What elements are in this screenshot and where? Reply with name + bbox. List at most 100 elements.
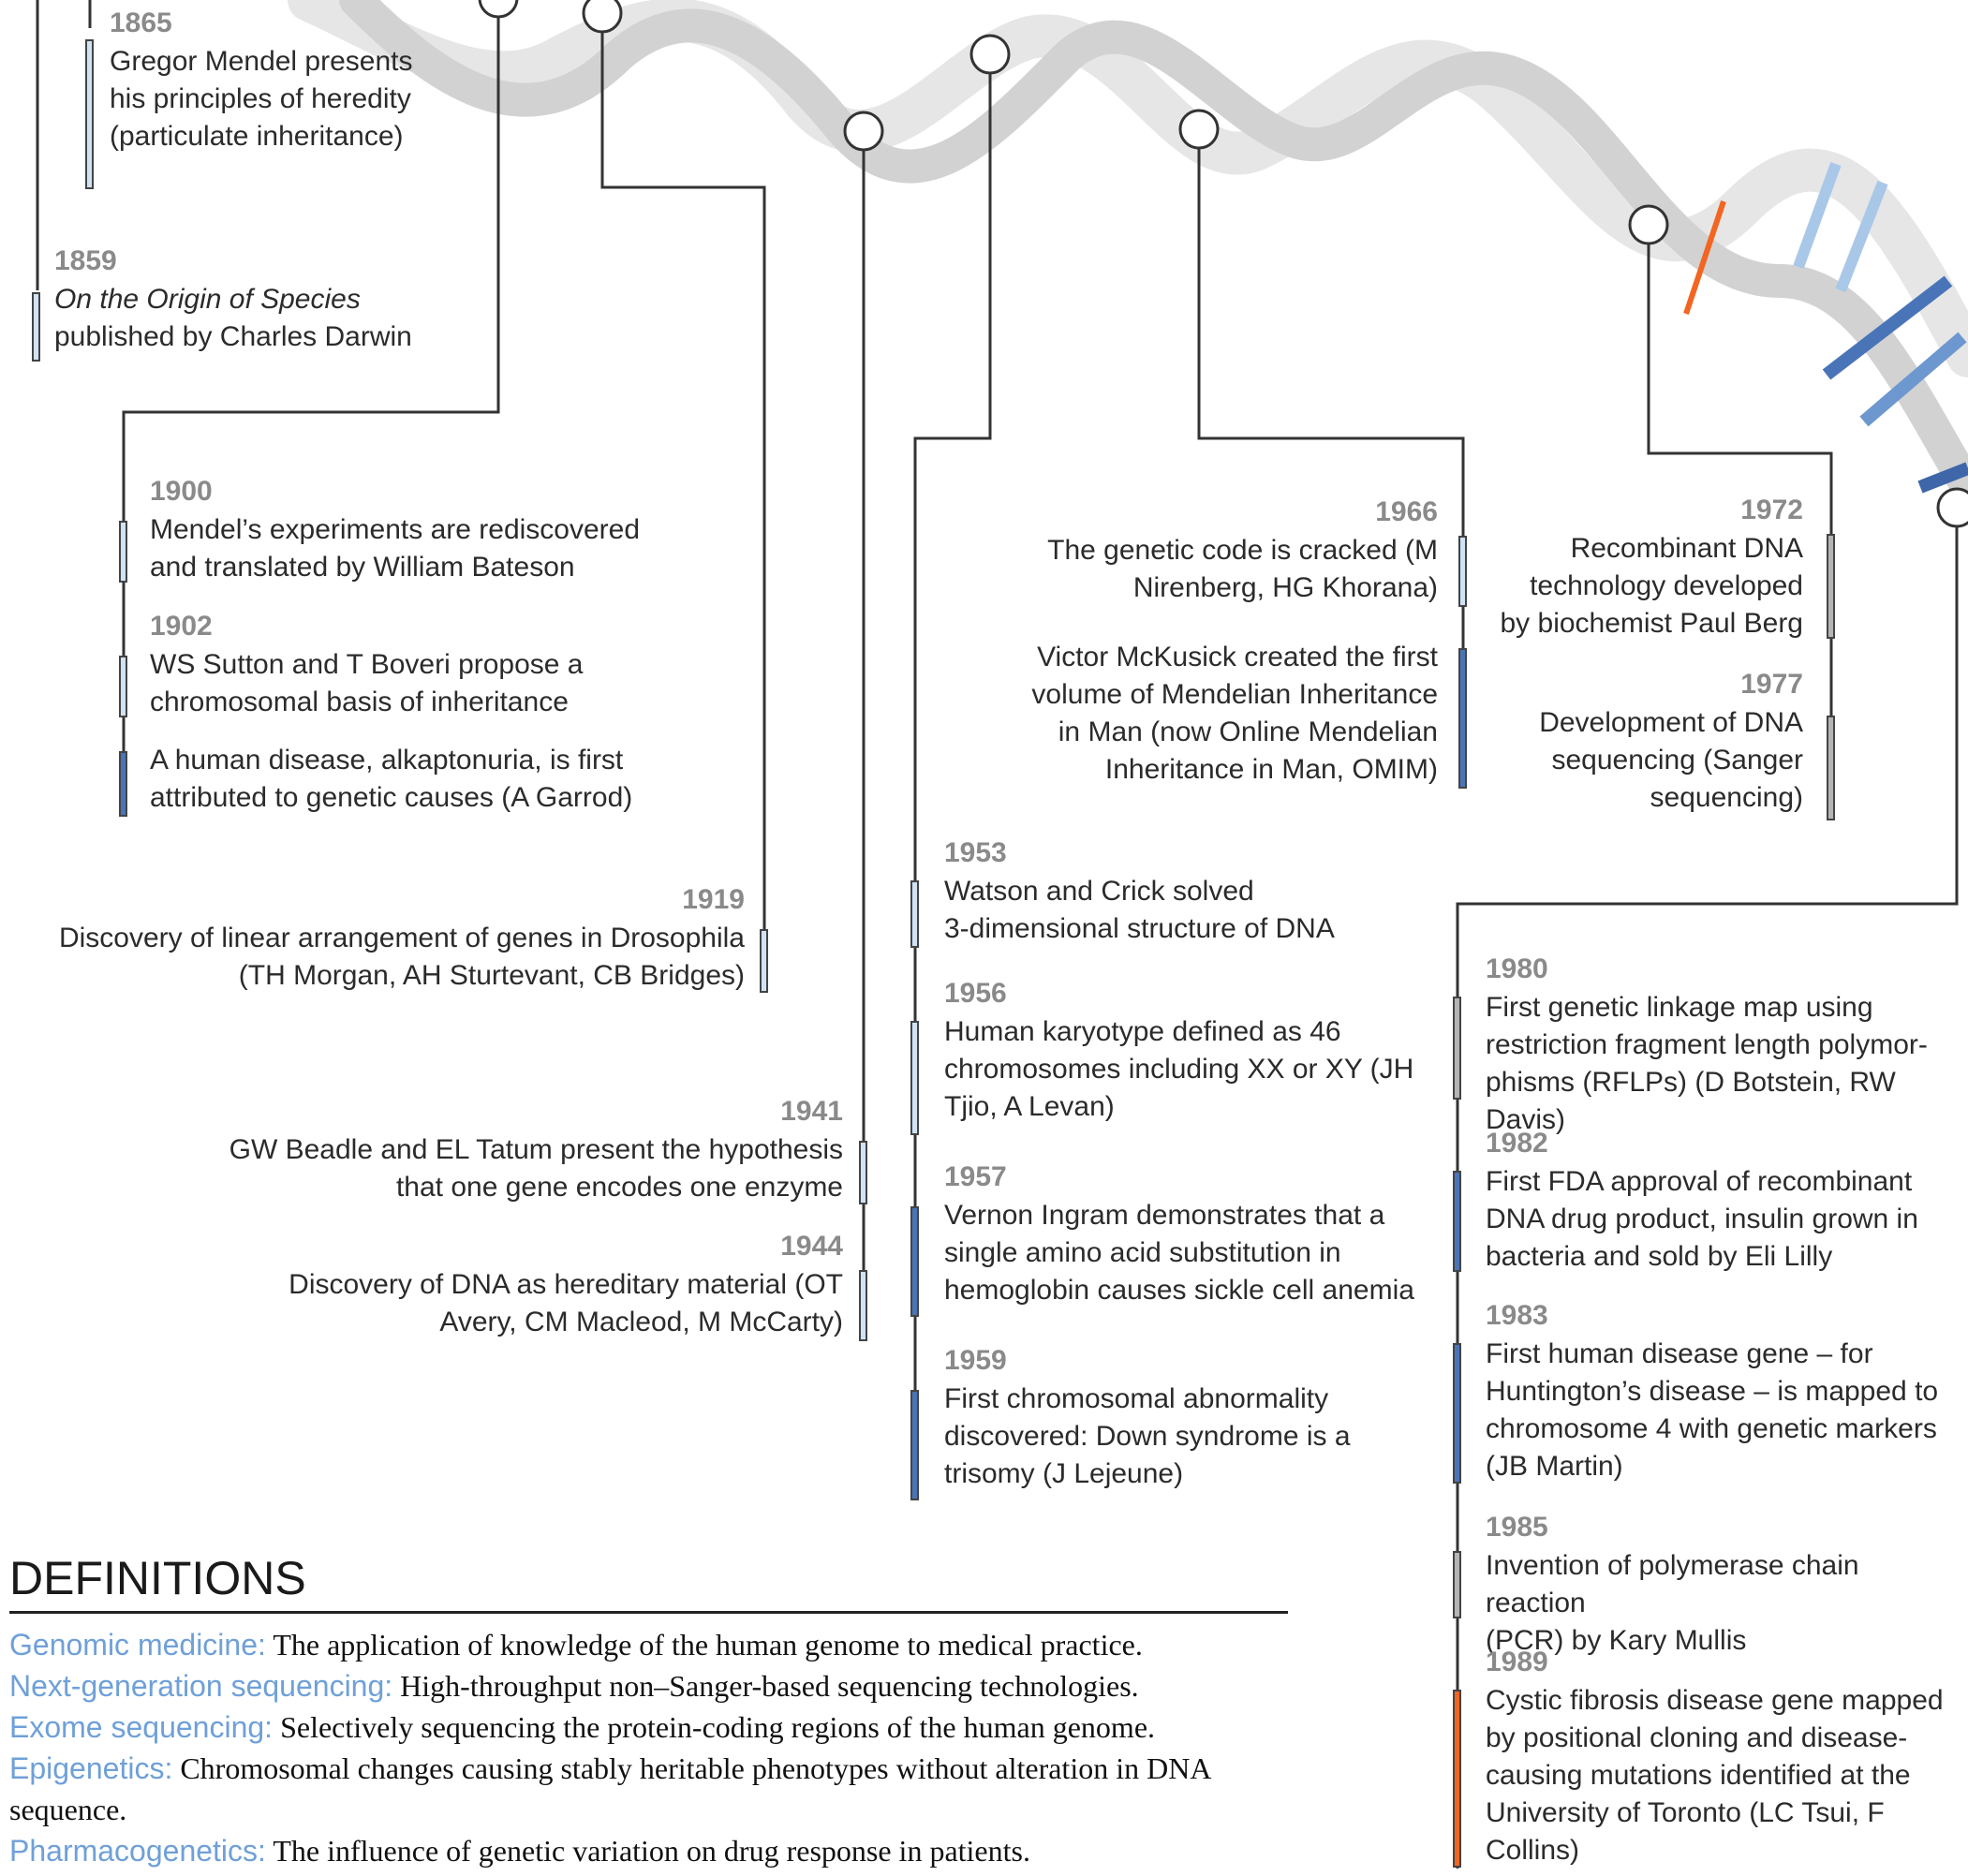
- event-year: 1956: [944, 978, 1007, 1009]
- event-1977: 1977 Development of DNA sequencing (Sang…: [1471, 665, 1803, 817]
- event-1983: 1983 First human disease gene – for Hunt…: [1486, 1296, 1963, 1485]
- definition-term: Next-generation sequencing:: [9, 1669, 393, 1703]
- event-text-line: discovered: Down syndrome is a: [944, 1421, 1351, 1452]
- definition-epigenetics: Epigenetics: Chromosomal changes causing…: [9, 1748, 1302, 1830]
- connector-1953: [913, 56, 992, 1499]
- bar-1900: [119, 521, 127, 583]
- helix-strand-back: [288, 0, 1968, 377]
- event-1865: 1865 Gregor Mendel presents his principl…: [110, 4, 484, 155]
- bar-1989: [1453, 1690, 1461, 1868]
- dna-helix-graphic: [288, 0, 1968, 504]
- event-text-line: (JB Martin): [1486, 1451, 1623, 1482]
- bar-1980: [1453, 997, 1461, 1100]
- definition-pharmacogenetics: Pharmacogenetics: The influence of genet…: [9, 1830, 1302, 1871]
- node-1966: [1178, 109, 1220, 150]
- event-text-line: published by Charles Darwin: [54, 321, 412, 352]
- event-text-line: Collins): [1486, 1835, 1580, 1866]
- event-1985: 1985 Invention of polymerase chain react…: [1486, 1508, 1963, 1660]
- bar-1953: [910, 880, 919, 948]
- event-1989: 1989 Cystic fibrosis disease gene mapped…: [1486, 1643, 1963, 1869]
- node-1900: [478, 0, 519, 19]
- event-1966: 1966 The genetic code is cracked (M Nire…: [974, 493, 1438, 607]
- event-text-line: First FDA approval of recombinant: [1486, 1166, 1913, 1197]
- connector-1900: [122, 17, 500, 815]
- event-text-line: Huntington’s disease – is mapped to: [1486, 1376, 1939, 1407]
- event-text-line: chromosomes including XX or XY (JH: [944, 1054, 1414, 1085]
- event-text-line: in Man (now Online Mendelian: [1058, 716, 1438, 747]
- helix-rung-dark-3: [1917, 462, 1968, 494]
- node-1941: [843, 111, 884, 152]
- event-text-line: Victor McKusick created the first: [1037, 642, 1438, 672]
- definitions-title: DEFINITIONS: [9, 1552, 306, 1604]
- event-year: 1953: [944, 837, 1007, 868]
- helix-strand-front: [339, 0, 1968, 504]
- bar-1977: [1827, 716, 1835, 820]
- event-text-line: causing mutations identified at the: [1486, 1760, 1911, 1791]
- event-year: 1900: [150, 476, 213, 507]
- event-year: 1966: [1375, 496, 1438, 527]
- event-text-line: his principles of heredity: [110, 83, 411, 114]
- definition-genomic-medicine: Genomic medicine: The application of kno…: [9, 1624, 1302, 1665]
- connector-1966: [1197, 131, 1465, 787]
- event-year: 1902: [150, 611, 213, 642]
- bar-1865: [85, 39, 94, 189]
- event-text-line: (TH Morgan, AH Sturtevant, CB Bridges): [238, 960, 745, 991]
- event-text-line: First human disease gene – for: [1486, 1338, 1873, 1369]
- event-1859: 1859 On the Origin of Species published …: [54, 242, 457, 356]
- event-1941: 1941 GW Beadle and EL Tatum present the …: [187, 1092, 843, 1206]
- bar-1956: [910, 1021, 919, 1135]
- event-1957: 1957 Vernon Ingram demonstrates that a s…: [944, 1158, 1441, 1309]
- event-year: 1959: [944, 1345, 1007, 1376]
- bar-1957: [910, 1206, 919, 1317]
- definition-text: Selectively sequencing the protein-codin…: [273, 1710, 1156, 1744]
- definition-text: The application of knowledge of the huma…: [265, 1628, 1143, 1662]
- event-text-line: by biochemist Paul Berg: [1500, 608, 1804, 639]
- definition-text: High-throughput non–Sanger-based sequenc…: [392, 1669, 1139, 1703]
- event-1900: 1900 Mendel’s experiments are rediscover…: [150, 472, 674, 586]
- bar-1966b: [1458, 648, 1467, 789]
- event-text-line: The genetic code is cracked (M: [1047, 535, 1438, 566]
- event-text-line: Recombinant DNA: [1570, 533, 1803, 564]
- event-title: On the Origin of Species: [54, 284, 361, 315]
- bar-1919: [760, 929, 768, 993]
- event-text-line: by positional cloning and disease-: [1486, 1722, 1908, 1753]
- definition-term: Genomic medicine:: [9, 1628, 266, 1662]
- bar-1959: [910, 1390, 919, 1500]
- event-text-line: that one gene encodes one enzyme: [395, 1172, 843, 1203]
- bar-1902b: [119, 751, 127, 817]
- event-text-line: Inheritance in Man, OMIM): [1104, 754, 1438, 785]
- bar-1983: [1453, 1343, 1461, 1484]
- event-text-line: (particulate inheritance): [110, 121, 404, 152]
- event-text-line: A human disease, alkaptonuria, is first: [150, 745, 624, 776]
- event-text-line: and translated by William Bateson: [150, 552, 575, 583]
- event-text-line: Tjio, A Levan): [944, 1091, 1115, 1122]
- event-1982: 1982 First FDA approval of recombinant D…: [1486, 1124, 1963, 1276]
- definition-term: Pharmacogenetics:: [9, 1834, 266, 1868]
- bar-1902: [119, 656, 127, 717]
- node-1980: [1936, 487, 1968, 528]
- helix-rung-light-1: [1793, 161, 1842, 270]
- event-year: 1941: [780, 1096, 843, 1127]
- helix-rung-dark-2: [1859, 332, 1967, 427]
- definition-term: Exome sequencing:: [9, 1710, 274, 1744]
- connector-1919: [600, 22, 766, 991]
- event-text-line: hemoglobin causes sickle cell anemia: [944, 1275, 1414, 1306]
- bar-1985: [1453, 1551, 1461, 1618]
- event-text-line: trisomy (J Lejeune): [944, 1458, 1184, 1489]
- event-year: 1989: [1486, 1647, 1548, 1677]
- event-year: 1982: [1486, 1128, 1548, 1159]
- event-text-line: Gregor Mendel presents: [110, 46, 413, 77]
- event-text-line: University of Toronto (LC Tsui, F: [1486, 1797, 1885, 1828]
- connector-lines: [36, 0, 1959, 1869]
- event-text-line: Nirenberg, HG Khorana): [1132, 572, 1438, 603]
- bar-1944: [859, 1270, 867, 1341]
- event-year: 1865: [110, 7, 172, 38]
- event-text-line: technology developed: [1530, 570, 1803, 601]
- event-1959: 1959 First chromosomal abnormality disco…: [944, 1341, 1431, 1493]
- event-text-line: Vernon Ingram demonstrates that a: [944, 1200, 1385, 1231]
- event-text-line: Discovery of DNA as hereditary material …: [289, 1269, 843, 1300]
- event-year: 1980: [1486, 953, 1548, 984]
- definition-exome-sequencing: Exome sequencing: Selectively sequencing…: [9, 1706, 1302, 1748]
- event-year: 1983: [1486, 1300, 1548, 1331]
